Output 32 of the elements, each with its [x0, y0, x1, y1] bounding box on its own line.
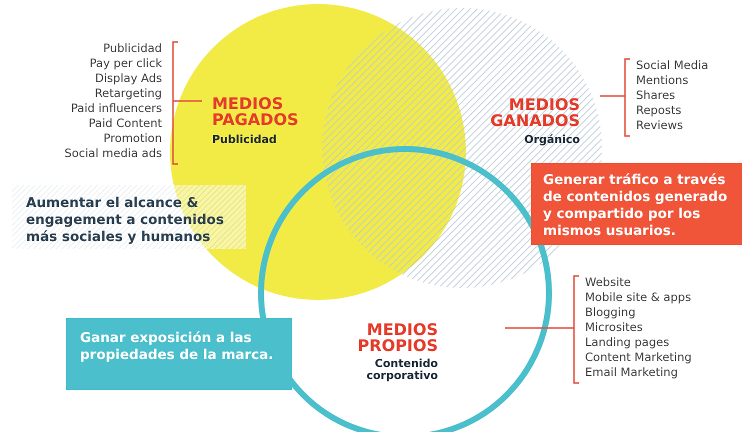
list-item: Social media ads [63, 146, 162, 161]
circle-subtitle: Publicidad [212, 134, 278, 146]
list-item: Website [585, 275, 632, 290]
circle-subtitle: Contenido corporativo [365, 358, 438, 382]
callout-box: Generar tráfico a través de contenidos generado y compartido por los mismos usuarios. [531, 163, 742, 245]
list-item: Reviews [636, 118, 684, 133]
list-item: Content Marketing [585, 350, 693, 365]
list-item: Display Ads [94, 71, 162, 86]
list-item: Paid influencers [70, 101, 162, 116]
circle-subtitle: Orgánico [523, 134, 580, 146]
list-item: Mobile site & apps [585, 290, 692, 305]
bracket-leader-line [172, 41, 203, 165]
list-item: Retargeting [94, 86, 162, 101]
bracket-leader-line [599, 58, 631, 137]
circle-heading: MEDIOS PAGADOS [212, 96, 300, 128]
circle-heading: MEDIOS GANADOS [490, 97, 580, 129]
list-item: Landing pages [585, 335, 670, 350]
callout-box: Aumentar el alcance & engagement a contenidos más sociales y humanos [12, 185, 246, 249]
list-item: Shares [636, 88, 676, 103]
list-item: Promotion [102, 131, 162, 146]
list-item: Social Media [636, 58, 710, 73]
list-item: Publicidad [102, 41, 162, 56]
list-item: Blogging [585, 305, 637, 320]
list-item: Reposts [636, 103, 682, 118]
bracket-leader-line [504, 275, 580, 384]
list-item: Email Marketing [585, 365, 679, 380]
list-item: Microsites [585, 320, 644, 335]
list-item: Paid Content [88, 116, 162, 131]
list-item: Mentions [636, 73, 690, 88]
callout-box: Ganar exposición a las propiedades de la marca. [66, 318, 292, 390]
circle-heading: MEDIOS PROPIOS [356, 322, 438, 354]
list-item: Pay per click [88, 56, 162, 71]
